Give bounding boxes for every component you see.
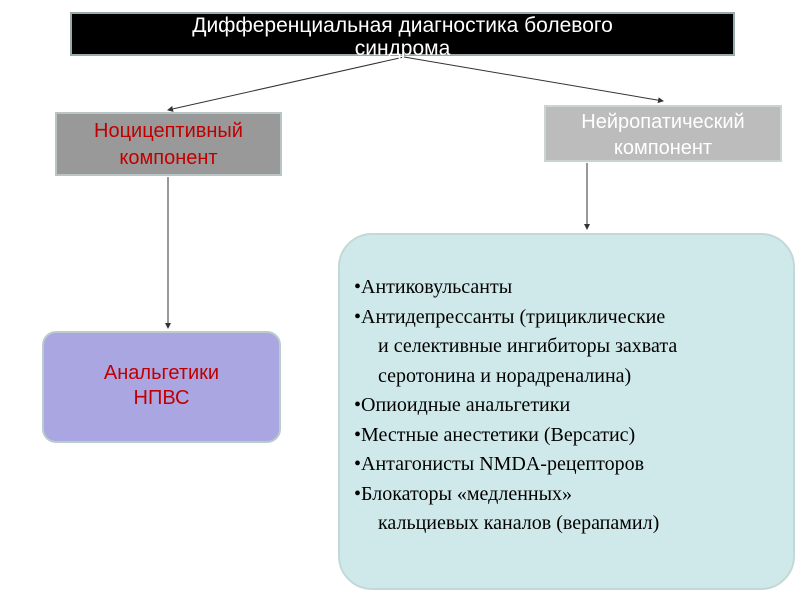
- analgesics-line-1: Анальгетики: [103, 362, 220, 384]
- arrow-to-nociceptive: [167, 56, 405, 112]
- drug-list: АнтиковульсантыАнтидепрессанты (трицикли…: [354, 273, 793, 539]
- drug-list-item: Блокаторы «медленных» кальциевых каналов …: [354, 480, 793, 539]
- neuropathic-drugs-box: АнтиковульсантыАнтидепрессанты (трицикли…: [338, 233, 795, 590]
- drug-line: Антиковульсанты: [361, 276, 513, 298]
- neuropathic-line-2: компонент: [613, 137, 713, 159]
- drug-line: Опиоидные анальгетики: [361, 394, 571, 416]
- drug-line: Антагонисты NMDA-рецепторов: [361, 453, 645, 475]
- drug-line: Местные анестетики (Версатис): [361, 423, 636, 446]
- drug-list-item: Местные анестетики (Версатис): [354, 421, 793, 451]
- drug-line: и селективные ингибиторы захвата: [378, 335, 678, 357]
- arrow-to-neuropathic: [403, 56, 664, 104]
- nociceptive-line-2: компонент: [119, 147, 218, 169]
- neuropathic-component-box: Нейропатический компонент: [544, 105, 782, 162]
- nociceptive-component-box: Ноцицептивный компонент: [55, 112, 282, 176]
- nociceptive-line-1: Ноцицептивный: [94, 120, 243, 142]
- drug-list-item: Опиоидные анальгетики: [354, 391, 793, 421]
- analgesics-line-2: НПВС: [133, 387, 190, 409]
- drug-line: Блокаторы «медленных»: [361, 482, 573, 505]
- drug-line: Антидепрессанты (трициклические: [361, 305, 666, 328]
- drug-line: серотонина и норадреналина): [378, 364, 632, 387]
- drug-list-item: Антидепрессанты (трициклические и селекти…: [354, 303, 793, 392]
- diagram-title: Дифференциальная диагностика болевого си…: [70, 12, 735, 60]
- title-line-2: синдрома: [354, 37, 451, 60]
- neuropathic-line-1: Нейропатический: [581, 111, 745, 133]
- drug-list-item: Антиковульсанты: [354, 273, 793, 303]
- title-line-1: Дифференциальная диагностика болевого: [192, 14, 613, 37]
- drug-list-item: Антагонисты NMDA-рецепторов: [354, 450, 793, 480]
- analgesics-box: Анальгетики НПВС: [42, 331, 281, 443]
- drug-line: кальциевых каналов (верапамил): [378, 512, 660, 534]
